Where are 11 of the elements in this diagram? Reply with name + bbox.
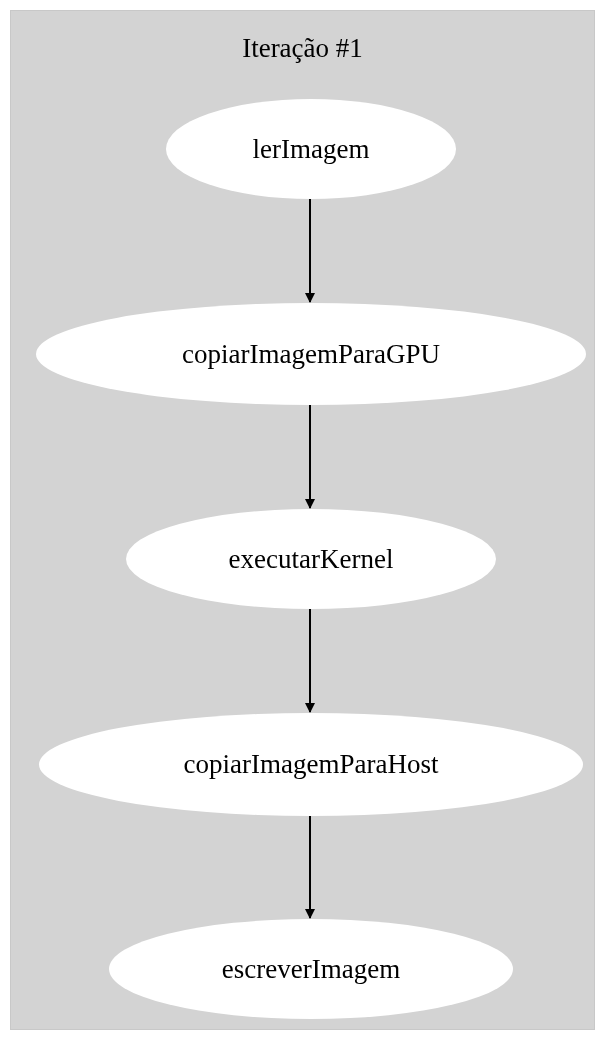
arrow xyxy=(305,197,315,303)
arrow xyxy=(305,814,315,919)
cluster-title: Iteração #1 xyxy=(241,33,364,64)
node-label: escreverImagem xyxy=(221,953,401,985)
node-label: copiarImagemParaHost xyxy=(183,749,439,780)
node-label: copiarImagemParaGPU xyxy=(182,338,440,370)
node-label: lerImagem xyxy=(252,133,370,165)
arrow xyxy=(305,607,315,713)
cluster-background xyxy=(10,10,595,1030)
arrow xyxy=(305,403,315,509)
node-label: executarKernel xyxy=(228,543,394,575)
